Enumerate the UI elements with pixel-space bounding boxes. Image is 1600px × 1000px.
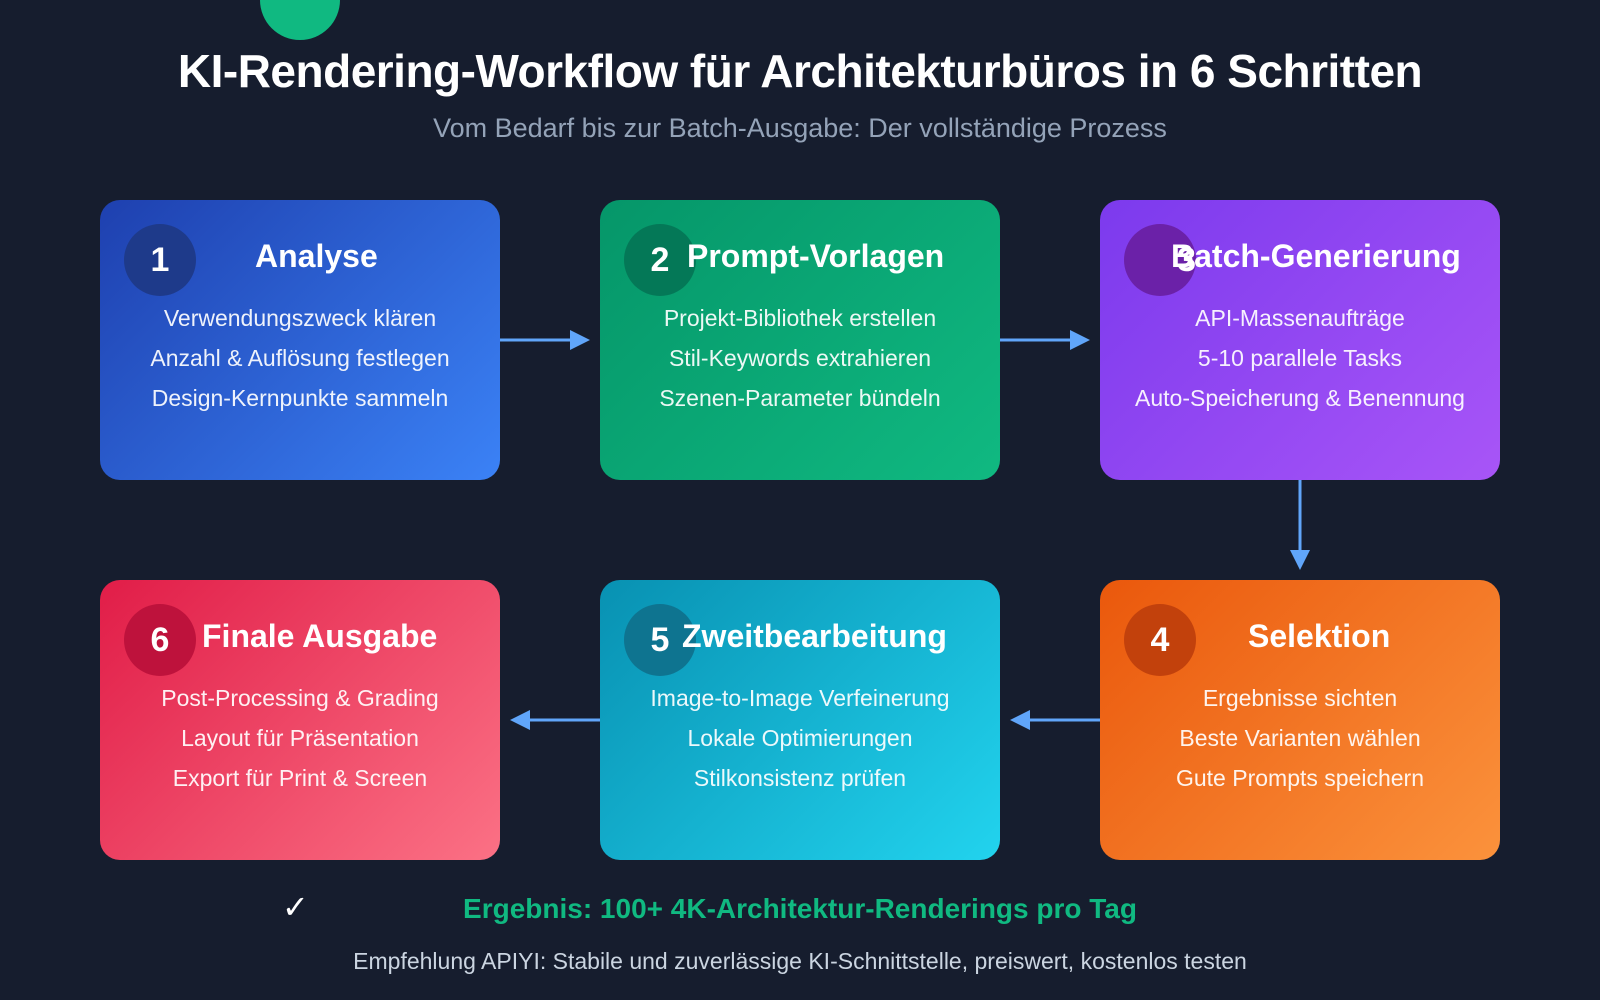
step-item: API-Massenaufträge: [1195, 305, 1405, 331]
step-item: Gute Prompts speichern: [1175, 765, 1424, 791]
step-item: Stil-Keywords extrahieren: [668, 345, 932, 371]
arrowhead-3-to-4: [1290, 550, 1310, 570]
step-number-badge: 3: [1124, 224, 1196, 296]
step-item-list: Ergebnisse sichten Beste Varianten wähle…: [1100, 678, 1500, 798]
step-item: Layout für Präsentation: [181, 725, 419, 751]
arrowhead-1-to-2: [570, 330, 590, 350]
step-item-list: Image-to-Image Verfeinerung Lokale Optim…: [600, 678, 1000, 798]
result-summary: Ergebnis: 100+ 4K-Architektur-Renderings…: [463, 893, 1137, 924]
step-title: Batch-Generierung: [1171, 238, 1461, 274]
step-title: Zweitbearbeitung: [682, 618, 947, 654]
step-item: Verwendungszweck klären: [163, 305, 437, 331]
arrowhead-4-to-5: [1010, 710, 1030, 730]
step-item: Post-Processing & Grading: [161, 685, 439, 711]
step-card-prompt-vorlagen: 2 Prompt-Vorlagen Projekt-Bibliothek ers…: [600, 200, 1000, 480]
step-title: Selektion: [1248, 618, 1391, 654]
step-number-badge: 2: [624, 224, 696, 296]
step-item: Design-Kernpunkte sammeln: [151, 385, 449, 411]
step-item: Stilkonsistenz prüfen: [693, 765, 907, 791]
recommendation-text: Empfehlung APIYI: Stabile und zuverlässi…: [353, 948, 1247, 974]
step-item: Anzahl & Auflösung festlegen: [150, 345, 450, 371]
step-title: Analyse: [255, 238, 378, 274]
arrowhead-5-to-6: [510, 710, 530, 730]
step-card-finale-ausgabe: 6 Finale Ausgabe Post-Processing & Gradi…: [100, 580, 500, 860]
step-number-badge: 5: [624, 604, 696, 676]
step-number-badge: 4: [1124, 604, 1196, 676]
step-item: Image-to-Image Verfeinerung: [650, 685, 950, 711]
decorative-green-circle: [260, 0, 340, 40]
step-item: Lokale Optimierungen: [687, 725, 913, 751]
arrowhead-2-to-3: [1070, 330, 1090, 350]
step-item: Export für Print & Screen: [172, 765, 428, 791]
step-card-batch-generierung: 3 Batch-Generierung API-Massenaufträge 5…: [1100, 200, 1500, 480]
step-item: Auto-Speicherung & Benennung: [1135, 385, 1465, 411]
step-number-badge: 6: [124, 604, 196, 676]
step-item: Ergebnisse sichten: [1202, 685, 1398, 711]
step-item: Szenen-Parameter bündeln: [659, 385, 941, 411]
step-card-selektion: 4 Selektion Ergebnisse sichten Beste Var…: [1100, 580, 1500, 860]
step-number-badge: 1: [124, 224, 196, 296]
page-title: KI-Rendering-Workflow für Architekturbür…: [177, 45, 1423, 97]
step-item: Beste Varianten wählen: [1179, 725, 1421, 751]
step-item-list: API-Massenaufträge 5-10 parallele Tasks …: [1100, 298, 1500, 418]
step-item-list: Verwendungszweck klären Anzahl & Auflösu…: [100, 298, 500, 418]
step-item-list: Post-Processing & Grading Layout für Prä…: [100, 678, 500, 798]
step-title: Prompt-Vorlagen: [687, 238, 945, 274]
page-subtitle: Vom Bedarf bis zur Batch-Ausgabe: Der vo…: [433, 113, 1167, 143]
step-card-analyse: 1 Analyse Verwendungszweck klären Anzahl…: [100, 200, 500, 480]
step-item-list: Projekt-Bibliothek erstellen Stil-Keywor…: [600, 298, 1000, 418]
step-title: Finale Ausgabe: [202, 618, 438, 654]
step-item: 5-10 parallele Tasks: [1197, 345, 1403, 371]
check-icon: ✓: [282, 889, 309, 925]
step-item: Projekt-Bibliothek erstellen: [663, 305, 937, 331]
step-card-zweitbearbeitung: 5 Zweitbearbeitung Image-to-Image Verfei…: [600, 580, 1000, 860]
